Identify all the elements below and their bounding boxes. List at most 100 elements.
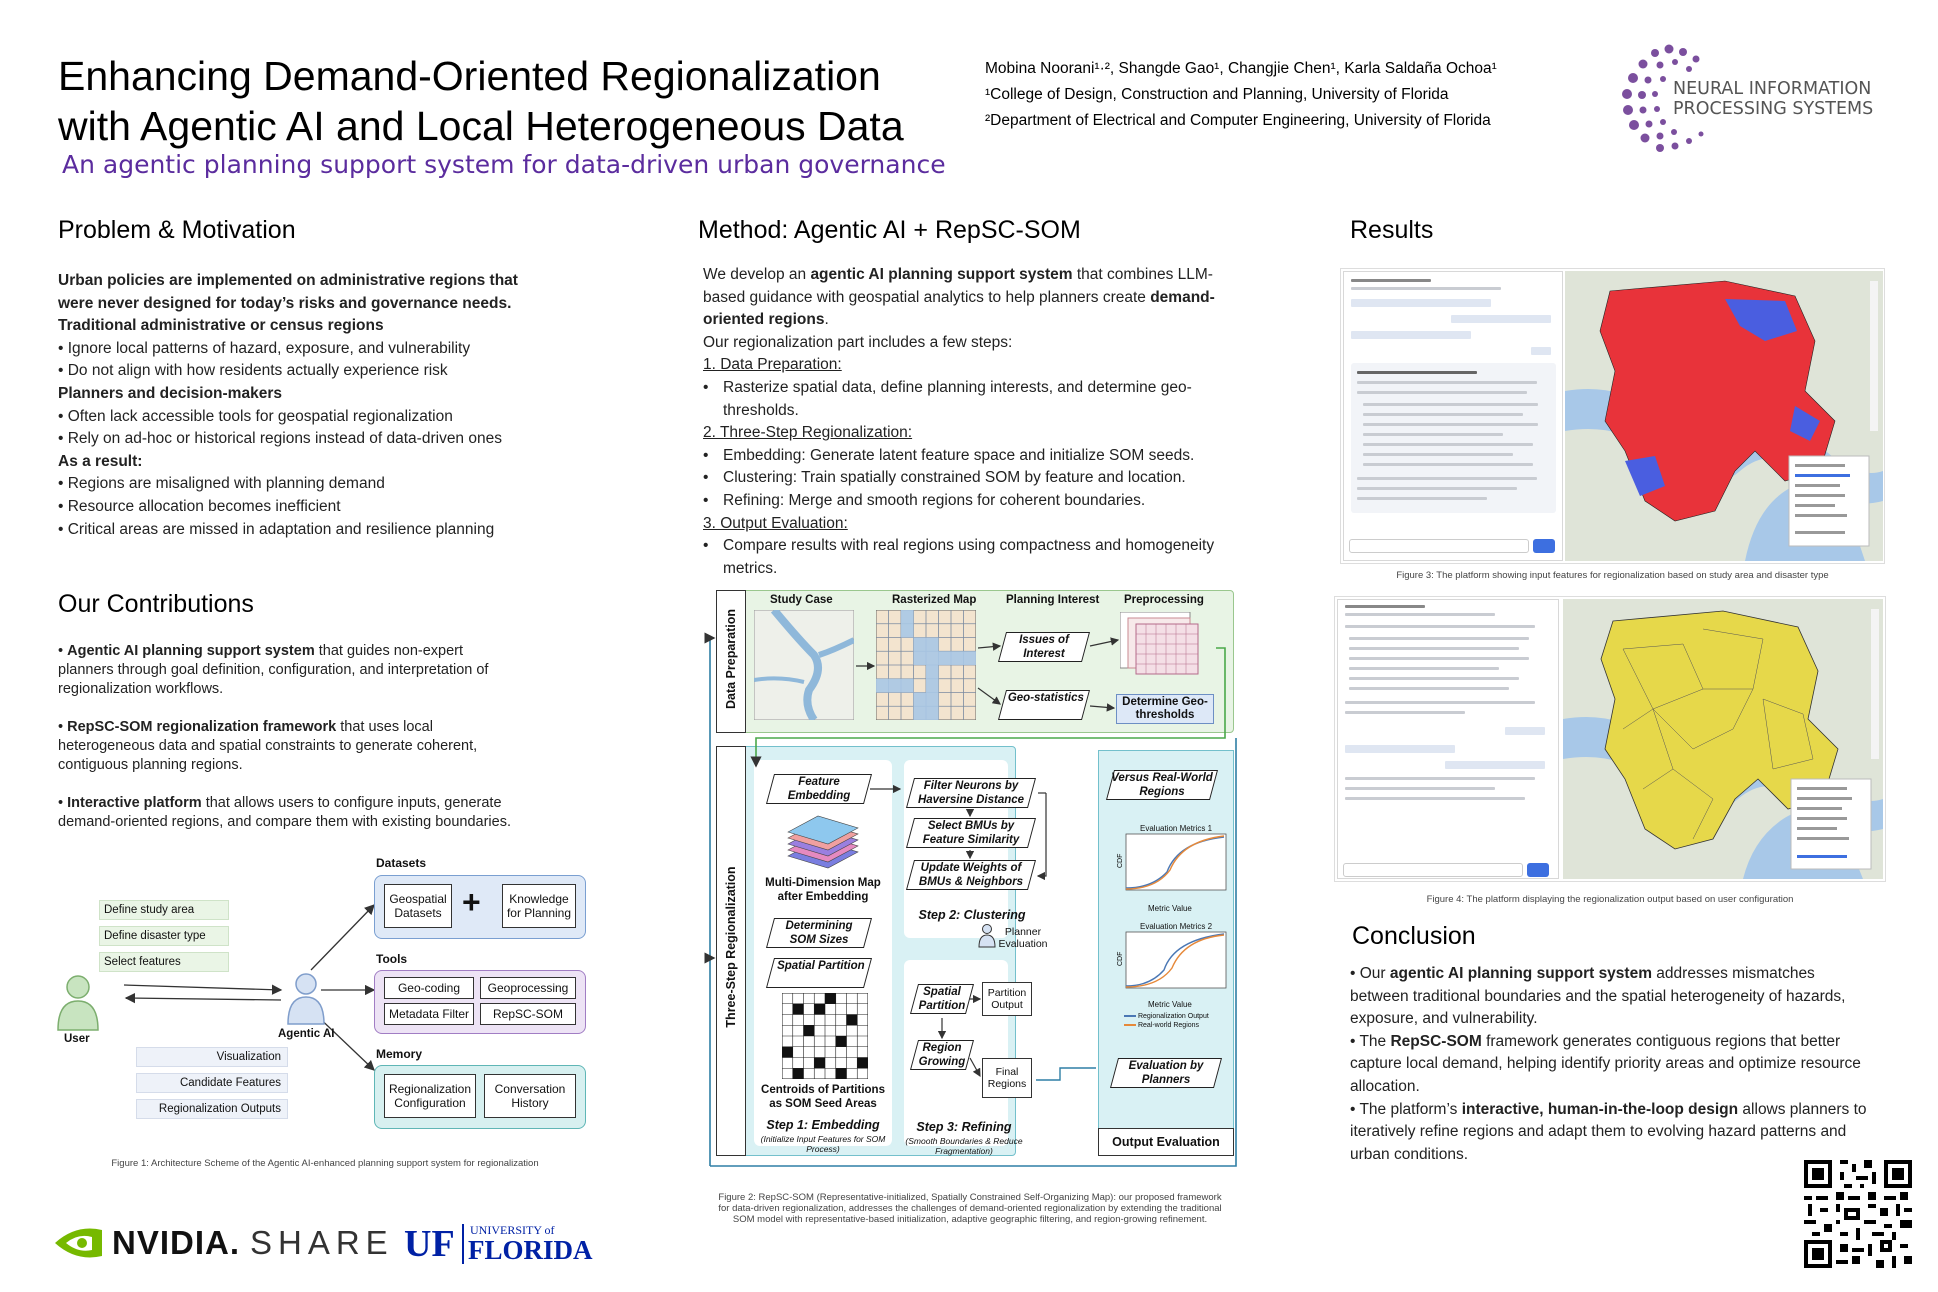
fig1-convhist-box: Conversation History: [484, 1074, 576, 1118]
affiliation-1: ¹College of Design, Construction and Pla…: [985, 86, 1449, 103]
fig2-versus-text: Versus Real-World Regions: [1111, 772, 1213, 798]
method-l2b: demand-: [1150, 288, 1215, 306]
fig2-step3-label: Step 3: Refining: [916, 1120, 1012, 1134]
title-line-1: Enhancing Demand-Oriented Regionalizatio…: [58, 53, 881, 99]
fig2-eval-by-text: Evaluation by Planners: [1128, 1060, 1204, 1086]
method-l1c: that combines LLM-: [1072, 266, 1213, 283]
contrib-2-rest-1: that uses local: [336, 719, 433, 735]
concl-p2d: capture local demand, helping identify p…: [1350, 1055, 1861, 1073]
method-l4: Our regionalization part includes a few …: [703, 333, 1013, 351]
nvidia-wordmark: NVIDIA.: [112, 1224, 241, 1261]
fig1-knowledge-box: Knowledge for Planning: [502, 884, 576, 928]
fig2-spatial-part2-box: Spatial Partition: [909, 984, 975, 1014]
plus-icon: +: [462, 884, 481, 920]
contrib-1-rest-2: planners through goal definition, config…: [58, 662, 489, 678]
input-define-study-area: Define study area: [99, 900, 229, 920]
concl-p3a: • The platform’s: [1350, 1100, 1462, 1118]
fig2-region-grow-text: Region Growing: [918, 1042, 966, 1068]
fig2-caption-3: SOM model with representative-based init…: [732, 1214, 1208, 1225]
subtitle: An agentic planning support system for d…: [62, 150, 946, 179]
fig2-spatial-part-box: Spatial Partition: [765, 958, 873, 988]
contrib-1-rest-3: regionalization workflows.: [58, 681, 224, 697]
fig2-update-w-box: Update Weights of BMUs & Neighbors: [905, 860, 1037, 890]
fig1-datasets-label: Datasets: [376, 856, 427, 870]
method-l1a: We develop an: [703, 266, 811, 283]
fig2-planning-interest-label: Planning Interest: [1006, 594, 1100, 606]
fig2-eval-by-box: Evaluation by Planners: [1109, 1058, 1223, 1088]
fig2-data-prep-label: Data Preparation: [724, 608, 738, 710]
fig2-step1-sub: (Initialize Input Features for SOM Proce…: [760, 1134, 886, 1154]
contributions-heading: Our Contributions: [58, 590, 254, 618]
neurips-text-2: PROCESSING SYSTEMS: [1673, 99, 1874, 119]
fig2-spatial-part-text: Spatial Partition: [777, 960, 865, 972]
fig2-caption-2: for data-driven regionalization, address…: [718, 1203, 1222, 1214]
fig2-filter-box: Filter Neurons by Haversine Distance: [905, 778, 1037, 808]
title-line-2: with Agentic AI and Local Heterogeneous …: [58, 103, 904, 149]
method-s1b1: Rasterize spatial data, define planning …: [723, 378, 1192, 396]
fig2-rasterized-label: Rasterized Map: [892, 594, 977, 606]
concl-p3e: urban conditions.: [1350, 1145, 1469, 1163]
qr-code-icon[interactable]: [1804, 1160, 1912, 1268]
centroid-grid-icon: [782, 993, 868, 1079]
neurips-logo: NEURAL INFORMATION PROCESSING SYSTEMS: [1615, 38, 1915, 158]
preprocessing-stack-icon: [1120, 612, 1199, 675]
authors: Mobina Noorani¹·², Shangde Gao¹, Changji…: [985, 60, 1497, 77]
fig1-repsc-box: RepSC-SOM: [480, 1003, 576, 1025]
fig2-feature-emb-box: Feature Embedding: [765, 774, 873, 804]
legend-real-label: Real-world Regions: [1137, 1022, 1200, 1029]
cdf-chart-1: CDF: [1117, 833, 1227, 891]
fig1-geospatial-box: Geospatial Datasets: [384, 884, 452, 928]
problem-sub-2: Planners and decision-makers: [58, 384, 282, 402]
user-icon: [57, 975, 99, 1031]
rasterized-grid-icon: [876, 610, 976, 720]
fig2-geothresh-box: Determine Geo-thresholds: [1116, 694, 1214, 724]
figure-3-caption: Figure 3: The platform showing input fea…: [1396, 570, 1829, 581]
fig4-chat-panel: [1337, 599, 1559, 879]
problem-bullet-3: • Often lack accessible tools for geospa…: [58, 407, 453, 425]
cdf-chart-2: CDF: [1117, 931, 1227, 989]
method-l3b: .: [824, 311, 829, 329]
contrib-3-rest-2: demand-oriented regions, and compare the…: [58, 814, 511, 830]
fig2-region-grow-box: Region Growing: [909, 1040, 975, 1070]
method-l1b: agentic AI planning support system: [810, 266, 1073, 283]
output-regionalization-outputs: Regionalization Outputs: [136, 1099, 288, 1119]
problem-heading: Problem & Motivation: [58, 216, 296, 244]
figure-2-caption: Figure 2: RepSC-SOM (Representative-init…: [700, 1192, 1240, 1225]
fig2-spatial-part2-text: Spatial Partition: [918, 986, 966, 1012]
method-step-1: 1. Data Preparation:: [703, 356, 842, 374]
neurips-mark-icon: [1622, 44, 1704, 152]
fig1-geocoding-box: Geo-coding: [384, 977, 474, 999]
fig2-legend: Regionalization Output Real-world Region…: [1124, 1012, 1209, 1030]
bullet-dot: •: [703, 446, 709, 464]
method-heading: Method: Agentic AI + RepSC-SOM: [698, 216, 1081, 244]
fig2-caption-1: Figure 2: RepSC-SOM (Representative-init…: [718, 1192, 1222, 1203]
fig2-filter-text: Filter Neurons by Haversine Distance: [917, 780, 1025, 806]
fig4-send-button: [1527, 863, 1549, 877]
bullet-dot: •: [703, 491, 709, 509]
conclusion-body: • Our agentic AI planning support system…: [1350, 963, 1910, 1166]
method-body: We develop an agentic AI planning suppor…: [703, 264, 1243, 580]
fig2-step3-sub: (Smooth Boundaries & Reduce Fragmentatio…: [905, 1136, 1023, 1156]
concl-p3b: interactive, human-in-the-loop design: [1461, 1100, 1739, 1118]
problem-body: Urban policies are implemented on admini…: [58, 270, 578, 541]
fig2-three-step-label: Three-Step Regionalization: [724, 866, 738, 1028]
figure-1-caption: Figure 1: Architecture Scheme of the Age…: [111, 1158, 539, 1169]
concl-p2c: framework generates contiguous regions t…: [1481, 1032, 1841, 1050]
planner-icon: [978, 924, 996, 948]
concl-p1c: addresses mismatches: [1652, 965, 1815, 982]
fig2-geostat-box: Geo-statistics: [997, 690, 1091, 720]
fig2-som-sizes-text: Determining SOM Sizes: [785, 920, 853, 946]
fig2-step1-label: Step 1: Embedding: [766, 1118, 880, 1132]
uf-mark: UF: [404, 1223, 455, 1265]
bullet-dot: •: [703, 378, 709, 396]
fig2-metric-value-2: Metric Value: [1148, 1000, 1192, 1009]
method-s2b3: Refining: Merge and smooth regions for c…: [723, 491, 1146, 509]
conclusion-heading: Conclusion: [1352, 922, 1476, 950]
neurips-text-1: NEURAL INFORMATION: [1673, 79, 1872, 99]
fig2-feature-emb-text: Feature Embedding: [787, 776, 851, 802]
share-wordmark: SHARE: [250, 1224, 394, 1261]
fig2-multidim-label: Multi-Dimension Map after Embedding: [765, 877, 881, 903]
fig1-metadata-box: Metadata Filter: [384, 1003, 474, 1025]
concl-p2e: allocation.: [1350, 1077, 1420, 1095]
contrib-2-rest-3: contiguous planning regions.: [58, 757, 243, 773]
